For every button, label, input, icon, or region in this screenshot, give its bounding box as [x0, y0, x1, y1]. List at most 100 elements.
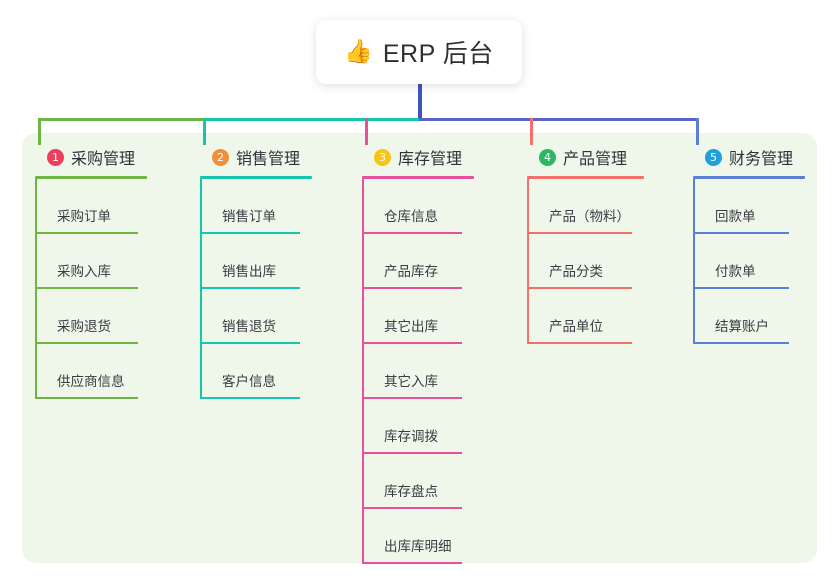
leaf-item-label: 产品单位: [549, 319, 603, 334]
leaf-item[interactable]: 销售退货: [200, 289, 312, 344]
leaf-item-label: 供应商信息: [57, 374, 125, 389]
leaf-item-rule: [200, 232, 300, 234]
column-drop-line-2: [203, 118, 206, 145]
leaf-item-rule: [527, 342, 632, 344]
column-spine-3: [362, 179, 364, 564]
leaf-item[interactable]: 产品（物料）: [527, 179, 644, 234]
column-header-rule-2: [200, 176, 312, 179]
column-5: 5 财务管理回款单付款单结算账户: [693, 145, 805, 344]
diagram-panel: [22, 133, 817, 563]
root-stem-line: [418, 82, 422, 121]
leaf-item-rule: [35, 232, 138, 234]
column-title-1: 采购管理: [71, 151, 136, 168]
column-title-3: 库存管理: [398, 151, 463, 168]
column-spine-5: [693, 179, 695, 344]
leaf-item-rule: [362, 562, 462, 564]
leaf-item-rule: [362, 287, 462, 289]
leaf-item-rule: [35, 287, 138, 289]
leaf-item[interactable]: 出库库明细: [362, 509, 474, 564]
column-badge-1: 1: [47, 148, 64, 166]
leaf-item-label: 产品分类: [549, 264, 603, 279]
column-title-4: 产品管理: [563, 151, 628, 168]
column-title-5: 财务管理: [729, 151, 794, 168]
column-header-rule-4: [527, 176, 644, 179]
leaf-item-label: 仓库信息: [384, 209, 438, 224]
leaf-item-rule: [200, 397, 300, 399]
column-badge-5: 5: [705, 148, 722, 166]
leaf-item-rule: [35, 397, 138, 399]
leaf-item-label: 采购订单: [57, 209, 111, 224]
column-1: 1 采购管理采购订单采购入库采购退货供应商信息: [35, 145, 147, 399]
root-node-card[interactable]: 👍 ERP 后台: [316, 20, 522, 84]
leaf-item[interactable]: 采购退货: [35, 289, 147, 344]
leaf-item-label: 客户信息: [222, 374, 276, 389]
leaf-item[interactable]: 供应商信息: [35, 344, 147, 399]
leaf-item[interactable]: 采购订单: [35, 179, 147, 234]
leaf-item[interactable]: 付款单: [693, 234, 805, 289]
column-drop-line-5: [696, 118, 699, 145]
root-node-title: ERP 后台: [382, 40, 494, 68]
column-header-3[interactable]: 3 库存管理: [362, 145, 474, 169]
trunk-segment-left: [38, 118, 203, 121]
leaf-item[interactable]: 库存盘点: [362, 454, 474, 509]
leaf-item[interactable]: 仓库信息: [362, 179, 474, 234]
leaf-item-rule: [693, 232, 789, 234]
leaf-item-label: 采购退货: [57, 319, 111, 334]
column-badge-3: 3: [374, 148, 391, 166]
leaf-item-rule: [362, 397, 462, 399]
leaf-item-label: 产品库存: [384, 264, 438, 279]
leaf-item[interactable]: 产品分类: [527, 234, 644, 289]
column-items-5: 回款单付款单结算账户: [693, 179, 805, 344]
leaf-item-label: 销售退货: [222, 319, 276, 334]
leaf-item-label: 回款单: [715, 209, 756, 224]
column-header-rule-5: [693, 176, 805, 179]
column-drop-line-1: [38, 118, 41, 145]
leaf-item-rule: [527, 232, 632, 234]
leaf-item-label: 产品（物料）: [549, 209, 630, 224]
column-items-4: 产品（物料） 产品分类产品单位: [527, 179, 644, 344]
column-badge-2: 2: [212, 148, 229, 166]
trunk-segment-middle: [203, 118, 419, 121]
leaf-item-rule: [362, 232, 462, 234]
leaf-item-rule: [693, 342, 789, 344]
column-title-2: 销售管理: [236, 151, 301, 168]
leaf-item[interactable]: 库存调拨: [362, 399, 474, 454]
leaf-item-rule: [527, 287, 632, 289]
trunk-segment-right: [419, 118, 699, 121]
leaf-item[interactable]: 客户信息: [200, 344, 312, 399]
leaf-item-label: 付款单: [715, 264, 756, 279]
column-spine-1: [35, 179, 37, 399]
leaf-item-label: 销售出库: [222, 264, 276, 279]
leaf-item-rule: [200, 342, 300, 344]
leaf-item[interactable]: 其它出库: [362, 289, 474, 344]
column-items-3: 仓库信息产品库存其它出库其它入库库存调拨库存盘点出库库明细: [362, 179, 474, 564]
column-header-5[interactable]: 5 财务管理: [693, 145, 805, 169]
leaf-item-label: 其它出库: [384, 319, 438, 334]
leaf-item-label: 销售订单: [222, 209, 276, 224]
column-header-2[interactable]: 2 销售管理: [200, 145, 312, 169]
thumbs-up-icon: 👍: [344, 38, 373, 65]
column-header-rule-1: [35, 176, 147, 179]
leaf-item[interactable]: 其它入库: [362, 344, 474, 399]
column-drop-line-4: [530, 118, 533, 145]
leaf-item[interactable]: 结算账户: [693, 289, 805, 344]
leaf-item[interactable]: 产品单位: [527, 289, 644, 344]
leaf-item-label: 库存调拨: [384, 429, 438, 444]
leaf-item-label: 库存盘点: [384, 484, 438, 499]
column-spine-4: [527, 179, 529, 344]
leaf-item-label: 采购入库: [57, 264, 111, 279]
leaf-item[interactable]: 采购入库: [35, 234, 147, 289]
leaf-item-rule: [362, 342, 462, 344]
leaf-item[interactable]: 销售订单: [200, 179, 312, 234]
leaf-item[interactable]: 回款单: [693, 179, 805, 234]
leaf-item[interactable]: 销售出库: [200, 234, 312, 289]
leaf-item-label: 出库库明细: [384, 539, 452, 554]
leaf-item[interactable]: 产品库存: [362, 234, 474, 289]
leaf-item-rule: [200, 287, 300, 289]
leaf-item-rule: [35, 342, 138, 344]
leaf-item-rule: [693, 287, 789, 289]
column-header-1[interactable]: 1 采购管理: [35, 145, 147, 169]
column-3: 3 库存管理仓库信息产品库存其它出库其它入库库存调拨库存盘点出库库明细: [362, 145, 474, 564]
